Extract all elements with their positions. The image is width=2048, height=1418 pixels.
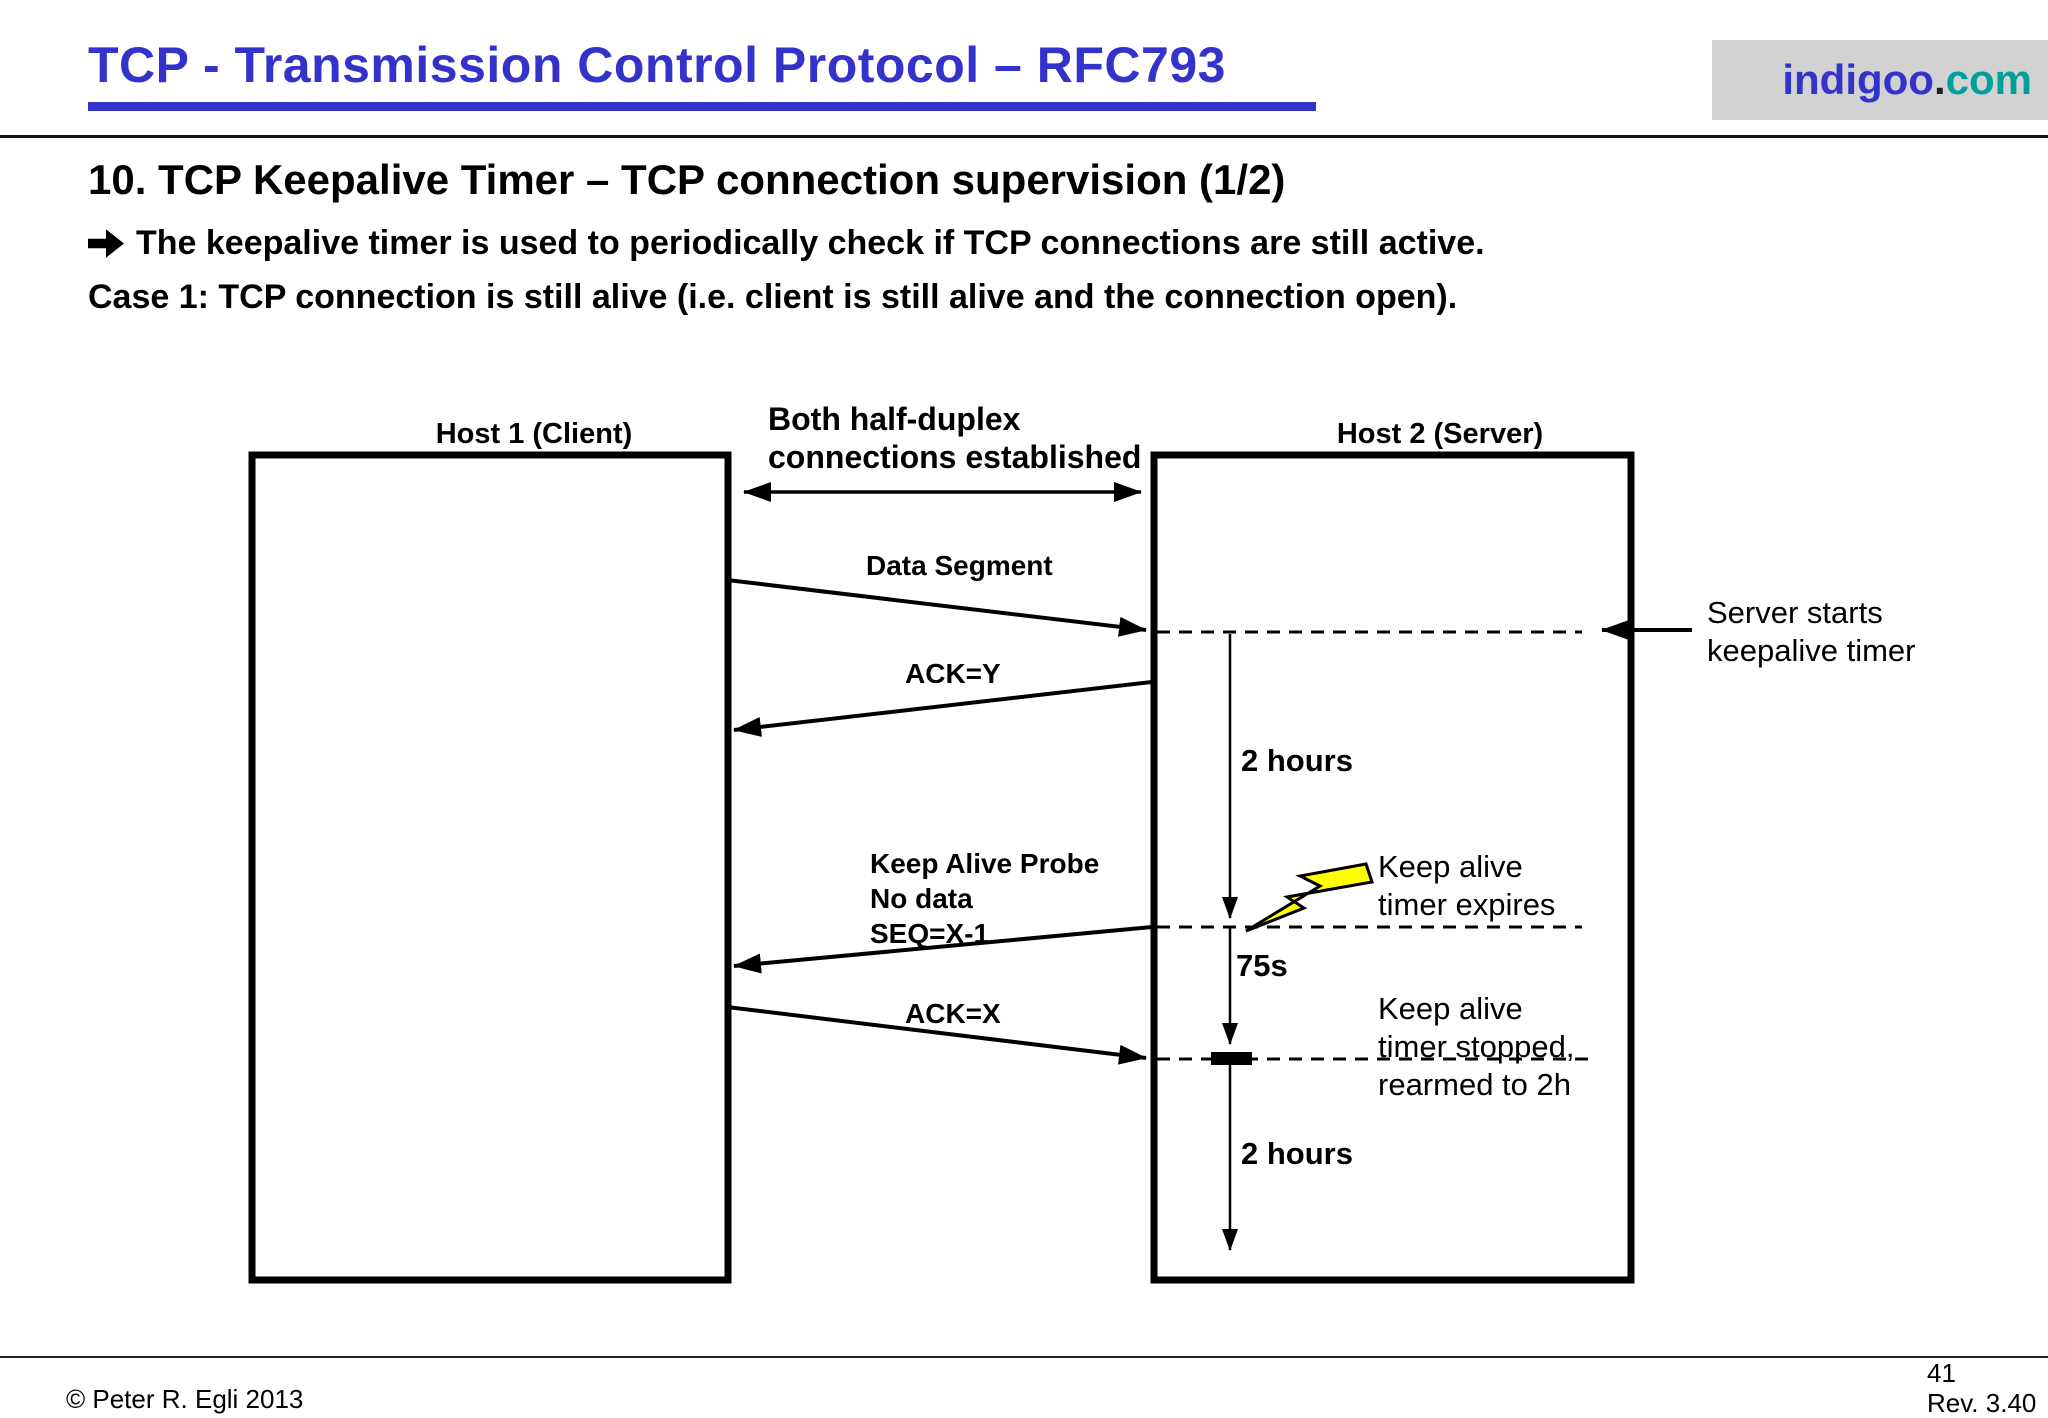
established-label: Both half-duplex connections established [768, 400, 1141, 476]
established-line1: Both half-duplex [768, 401, 1021, 437]
server-starts-annotation: Server starts keepalive timer [1707, 594, 1915, 670]
timer-stopped-line3: rearmed to 2h [1378, 1067, 1571, 1102]
server-starts-line2: keepalive timer [1707, 633, 1916, 668]
host1-box [248, 451, 732, 1284]
keepalive-probe-arrow [733, 925, 1153, 974]
keepalive-probe-line2: No data [870, 883, 973, 914]
timer-stop-tick [1211, 1052, 1252, 1065]
bullet-text: The keepalive timer is used to periodica… [136, 224, 1485, 262]
timer-stopped-annotation: Keep alive timer stopped, rearmed to 2h [1378, 990, 1574, 1104]
data-segment-label: Data Segment [866, 550, 1053, 581]
ack-y-arrow [733, 680, 1153, 737]
copyright: © Peter R. Egli 2013 [66, 1384, 304, 1414]
brand-logo-text: indigoo.com [1782, 56, 2048, 103]
arrow-right-icon [88, 229, 124, 258]
timer-expires-annotation: Keep alive timer expires [1378, 848, 1555, 924]
timer-probe-wait-label: 75s [1236, 948, 1288, 983]
keepalive-probe-line3: SEQ=X-1 [870, 918, 990, 949]
keepalive-probe-label: Keep Alive Probe No data SEQ=X-1 [870, 846, 1099, 951]
footer-divider [0, 1356, 2048, 1358]
ack-x-label: ACK=X [905, 998, 1001, 1029]
page-title: TCP - Transmission Control Protocol – RF… [88, 36, 1316, 111]
brand-logo: indigoo.com [1712, 40, 2048, 120]
host1-label: Host 1 (Client) [435, 418, 633, 450]
timer-expires-line2: timer expires [1378, 887, 1556, 922]
data-segment-arrow [726, 578, 1147, 637]
host2-label: Host 2 (Server) [1336, 418, 1544, 450]
timer-stopped-line1: Keep alive [1378, 991, 1523, 1026]
timer-interval2-label: 2 hours [1241, 1136, 1353, 1171]
host2-box [1150, 451, 1635, 1284]
ack-x-arrow [726, 1005, 1147, 1065]
logo-name: indigoo [1782, 56, 1934, 103]
timer-interval1-label: 2 hours [1241, 743, 1353, 778]
keepalive-probe-line1: Keep Alive Probe [870, 848, 1100, 879]
bullet-line: The keepalive timer is used to periodica… [88, 224, 1485, 263]
lightning-bolt-icon [1245, 862, 1374, 933]
header-divider [0, 135, 2048, 138]
logo-tld: com [1945, 56, 2032, 103]
server-starts-line1: Server starts [1707, 595, 1883, 630]
established-line2: connections established [768, 439, 1142, 475]
timer-expires-line1: Keep alive [1378, 849, 1523, 884]
slide-heading: 10. TCP Keepalive Timer – TCP connection… [88, 156, 1286, 203]
case-line: Case 1: TCP connection is still alive (i… [88, 278, 1458, 316]
revision: Rev. 3.40 [1927, 1388, 2037, 1418]
ack-y-label: ACK=Y [905, 658, 1001, 689]
timer-stopped-line2: timer stopped, [1378, 1029, 1575, 1064]
logo-dot: . [1933, 56, 1946, 103]
page-number: 41 [1927, 1358, 1956, 1388]
